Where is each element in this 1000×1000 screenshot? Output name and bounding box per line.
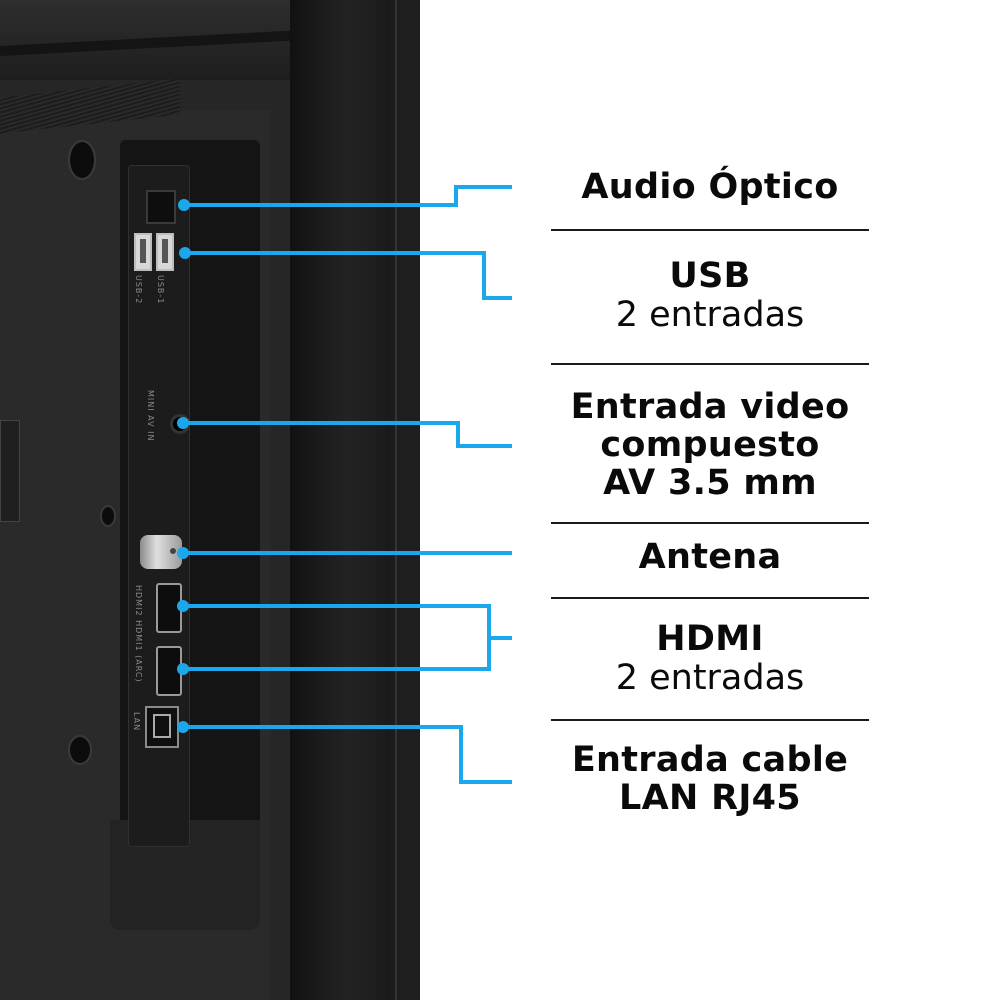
hdmi-port-2: [156, 646, 182, 696]
rating-sticker: [0, 420, 20, 522]
label-video-compuesto: Entrada video compuesto AV 3.5 mm: [551, 388, 869, 502]
usb2-silkscreen: USB-2: [134, 275, 143, 305]
label-title-line: AV 3.5 mm: [603, 463, 817, 503]
usb1-silkscreen: USB-1: [156, 275, 165, 305]
mount-hole-bottom: [68, 735, 92, 765]
mount-hole-top: [68, 140, 96, 180]
label-antena: Antena: [551, 538, 869, 576]
label-title-line: compuesto: [600, 425, 820, 465]
screw-hole: [100, 505, 116, 527]
divider: [551, 719, 869, 721]
hdmi-port-1: [156, 583, 182, 633]
label-subtitle: 2 entradas: [615, 658, 805, 698]
label-hdmi: HDMI 2 entradas: [551, 620, 869, 698]
antenna-port: [140, 535, 182, 569]
divider: [551, 229, 869, 231]
av-jack-port: [170, 414, 190, 434]
label-usb: USB 2 entradas: [551, 257, 869, 335]
label-title: Audio Óptico: [581, 167, 839, 207]
tv-frame-edge: [395, 0, 420, 1000]
label-subtitle: 2 entradas: [615, 295, 805, 335]
label-title-line: Entrada cable: [571, 740, 849, 780]
hdmi-silkscreen: HDMI2 HDMI1 (ARC): [134, 585, 143, 683]
usb-port-2: [134, 233, 152, 271]
divider: [551, 522, 869, 524]
label-title: Antena: [638, 537, 782, 577]
label-title-line: LAN RJ45: [619, 778, 801, 818]
label-title-line: Entrada video: [570, 387, 850, 427]
label-lan: Entrada cable LAN RJ45: [551, 741, 869, 817]
usb-port-1: [156, 233, 174, 271]
tv-back-photo: USB-2 USB-1 MINI AV IN HDMI2 HDMI1 (ARC)…: [0, 0, 420, 1000]
av-in-silkscreen: MINI AV IN: [146, 390, 155, 442]
divider: [551, 363, 869, 365]
lan-rj45-port: [145, 706, 179, 748]
label-audio-optico: Audio Óptico: [551, 168, 869, 206]
divider: [551, 597, 869, 599]
optical-audio-port: [146, 190, 176, 224]
label-title: HDMI: [656, 619, 764, 659]
lan-silkscreen: LAN: [132, 712, 141, 732]
label-title: USB: [669, 256, 751, 296]
